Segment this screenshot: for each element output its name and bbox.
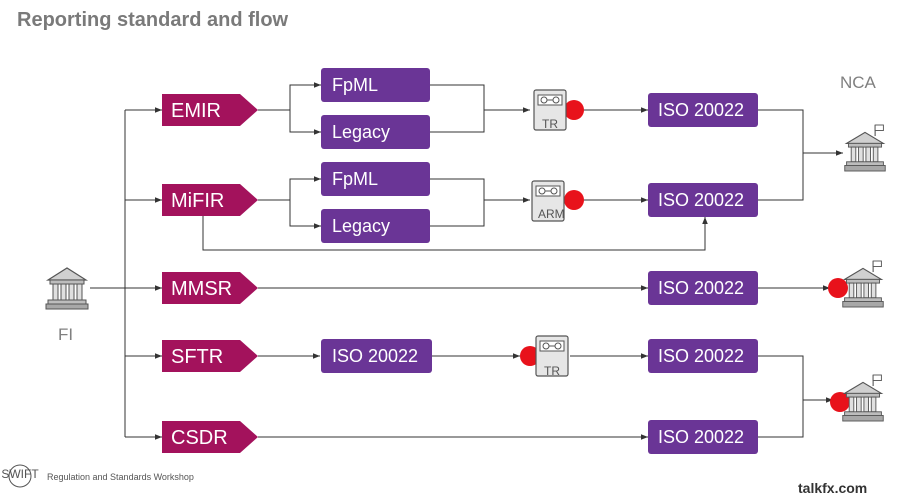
format-iso-mmsr: ISO 20022 [648, 271, 758, 305]
bank-flag-icon [844, 124, 886, 172]
regulation-sftr: SFTR [162, 340, 258, 372]
page-title: Reporting standard and flow [17, 9, 289, 31]
footer: SWIFT Regulation and Standards Workshop [1, 464, 194, 488]
hotspot-marker [830, 392, 850, 412]
nca-node-top: NCA [840, 73, 886, 172]
bank-flag-icon [842, 374, 884, 422]
svg-text:ISO 20022: ISO 20022 [658, 190, 744, 210]
swift-logo-icon [8, 464, 32, 488]
svg-text:ISO 20022: ISO 20022 [658, 427, 744, 447]
svg-text:TR: TR [544, 364, 560, 378]
repository-tr-emir: TR [533, 89, 584, 131]
svg-text:ISO 20022: ISO 20022 [332, 346, 418, 366]
format-iso-emir: ISO 20022 [648, 93, 758, 127]
hotspot-marker [520, 346, 540, 366]
hotspot-marker [564, 190, 584, 210]
watermark: talkfx.com [798, 480, 867, 496]
connector-lines [90, 82, 843, 440]
svg-text:MiFIR: MiFIR [171, 190, 224, 212]
svg-text:ISO 20022: ISO 20022 [658, 346, 744, 366]
svg-text:EMIR: EMIR [171, 100, 221, 122]
regulation-mmsr: MMSR [162, 272, 258, 304]
svg-text:FpML: FpML [332, 75, 378, 95]
format-iso-sftr-out: ISO 20022 [648, 339, 758, 373]
bank-flag-icon [842, 260, 884, 308]
svg-text:CSDR: CSDR [171, 427, 228, 449]
fi-node: FI [45, 267, 89, 344]
regulation-mifir: MiFIR [162, 184, 258, 216]
svg-text:ARM: ARM [538, 207, 565, 221]
svg-text:Legacy: Legacy [332, 216, 390, 236]
format-fpml-mifir: FpML [321, 162, 430, 196]
format-legacy-emir: Legacy [321, 115, 430, 149]
svg-text:ISO 20022: ISO 20022 [658, 278, 744, 298]
format-fpml-emir: FpML [321, 68, 430, 102]
svg-text:FpML: FpML [332, 169, 378, 189]
svg-text:Regulation and Standards Works: Regulation and Standards Workshop [47, 472, 194, 482]
svg-text:MMSR: MMSR [171, 278, 232, 300]
svg-text:FI: FI [58, 325, 73, 344]
svg-text:SFTR: SFTR [171, 346, 223, 368]
hotspot-marker [828, 278, 848, 298]
format-legacy-mifir: Legacy [321, 209, 430, 243]
repository-arm-mifir: ARM [531, 180, 584, 222]
regulation-csdr: CSDR [162, 421, 258, 453]
svg-text:ISO 20022: ISO 20022 [658, 100, 744, 120]
svg-text:SWIFT: SWIFT [1, 467, 39, 481]
svg-text:Legacy: Legacy [332, 122, 390, 142]
nca-node-mmsr [828, 260, 884, 308]
hotspot-marker [564, 100, 584, 120]
regulation-emir: EMIR [162, 94, 258, 126]
nca-node-bottom [830, 374, 884, 422]
svg-text:TR: TR [542, 117, 558, 131]
format-iso-sftr: ISO 20022 [321, 339, 432, 373]
repository-tr-sftr: TR [520, 335, 569, 378]
format-iso-csdr: ISO 20022 [648, 420, 758, 454]
bank-icon [45, 267, 89, 310]
format-iso-mifir: ISO 20022 [648, 183, 758, 217]
svg-text:NCA: NCA [840, 73, 877, 92]
